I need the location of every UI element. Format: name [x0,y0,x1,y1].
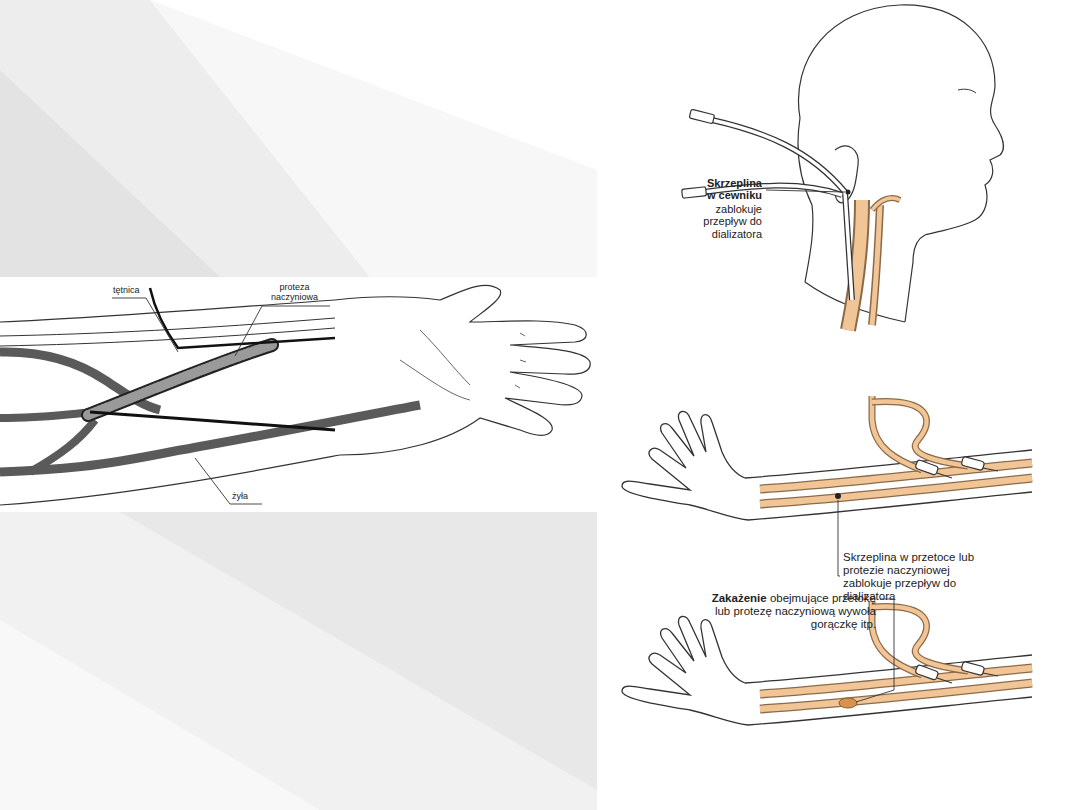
catheter-port [689,109,714,124]
graft-outline [88,345,272,415]
palm-crease [400,330,526,400]
vessel-branch [872,198,900,210]
forearm-figure [622,396,1032,520]
vein [0,405,420,472]
catheter-port [682,187,707,198]
vein-branch [30,420,95,472]
callout-heading: Skrzeplina w cewniku [698,177,762,202]
clot-dot [835,493,841,499]
callout-heading: Zakażenie [712,592,767,604]
decor-band [0,512,597,810]
graft-label: proteza naczyniowa [257,282,332,302]
arm-outline [0,300,335,322]
callout-text: zablokuje przepływ do dializatora [682,203,762,240]
hand-outline [335,285,590,455]
vessel-label: żyła [232,491,272,501]
figure-panel [0,277,597,512]
needle-line [90,412,335,430]
callout-text: Skrzeplina w przetoce lub protezie naczy… [843,551,977,603]
decor-band [0,70,220,277]
leader-line [838,500,840,576]
vessel-label: tętnica [113,285,173,295]
vessel-branch [872,198,900,210]
leader-line [112,298,178,352]
vein-branch [0,412,95,418]
eye [958,89,976,93]
leader-line [195,458,262,504]
decor-band [0,620,320,810]
vessel-outline [872,205,880,325]
clot-dot [846,190,851,195]
head-outline [798,5,1003,322]
head-outline [798,118,813,282]
leader-line [235,306,330,356]
graft-arm-figure [0,285,590,505]
head-figure [682,5,1004,330]
carotid-artery [872,205,880,325]
infection-spot [839,698,857,708]
graft [88,345,272,415]
decor-band [150,0,597,277]
leader-line [766,190,845,192]
